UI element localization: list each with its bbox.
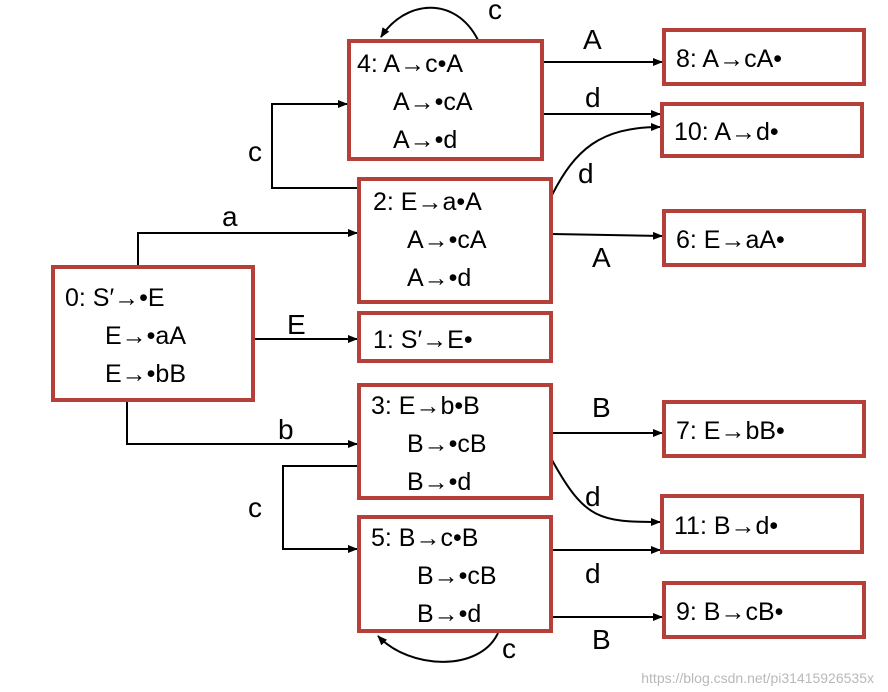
state-2: 2: E→a•A A→•cA A→•d	[357, 177, 553, 304]
edge-label-2-10: d	[578, 158, 594, 189]
state-10-kernel: 10: A→d•	[674, 118, 779, 146]
state-3-item: B→•cB	[407, 430, 487, 458]
edge-label-5-11: d	[585, 558, 601, 589]
state-9: 9: B→cB•	[662, 581, 866, 639]
state-5: 5: B→c•B B→•cB B→•d	[357, 515, 553, 633]
edge-0-2	[137, 229, 358, 266]
state-0-item: E→•aA	[105, 322, 187, 350]
state-11-kernel: 11: B→d•	[674, 512, 779, 540]
state-1: 1: S′→E•	[357, 311, 553, 363]
state-5-item: B→•cB	[417, 562, 497, 590]
edge-label-3-11: d	[585, 481, 601, 512]
edge-label-0-2: a	[222, 201, 238, 232]
state-6-kernel: 6: E→aA•	[676, 226, 785, 254]
edge-3-11	[551, 459, 661, 526]
state-0-kernel: 0: S′→•E	[65, 284, 165, 312]
state-0: 0: S′→•E E→•aA E→•bB	[51, 265, 255, 402]
state-8: 8: A→cA•	[662, 28, 866, 86]
edge-label-5-5: c	[502, 633, 516, 664]
state-7: 7: E→bB•	[662, 400, 866, 458]
edge-0-3	[126, 402, 358, 448]
edge-label-3-5: c	[248, 492, 262, 523]
state-9-kernel: 9: B→cB•	[676, 598, 784, 626]
edge-2-10	[551, 123, 661, 196]
edge-label-4-8: A	[583, 24, 602, 55]
state-4-item: A→•cA	[393, 88, 473, 116]
state-5-item: B→•d	[417, 600, 482, 628]
edge-2-4	[271, 100, 357, 189]
edge-label-2-6: A	[592, 242, 611, 273]
state-0-item: E→•bB	[105, 360, 187, 388]
state-6: 6: E→aA•	[662, 209, 866, 267]
edge-4-4	[380, 6, 479, 41]
state-3-kernel: 3: E→b•B	[371, 392, 480, 420]
state-4: 4: A→c•A A→•cA A→•d	[347, 39, 544, 161]
state-8-kernel: 8: A→cA•	[676, 45, 783, 73]
state-1-kernel: 1: S′→E•	[373, 326, 473, 354]
watermark-text: https://blog.csdn.net/pi31415926535x	[641, 670, 874, 686]
edge-3-5	[282, 465, 358, 553]
state-10: 10: A→d•	[660, 102, 864, 158]
edge-label-5-9: B	[592, 624, 611, 655]
edge-label-4-10: d	[585, 82, 601, 113]
edge-label-0-3: b	[278, 414, 294, 445]
state-11: 11: B→d•	[660, 494, 864, 554]
state-3-item: B→•d	[407, 468, 472, 496]
edge-2-6	[551, 231, 663, 240]
edge-5-5	[377, 632, 499, 663]
edge-label-4-4: c	[488, 0, 502, 25]
state-7-kernel: 7: E→bB•	[676, 417, 785, 445]
state-3: 3: E→b•B B→•cB B→•d	[357, 383, 553, 500]
state-2-item: A→•d	[407, 264, 472, 292]
state-4-item: A→•d	[393, 126, 458, 154]
state-2-item: A→•cA	[407, 226, 487, 254]
state-4-kernel: 4: A→c•A	[357, 50, 464, 78]
state-2-kernel: 2: E→a•A	[373, 188, 482, 216]
edge-label-0-1: E	[287, 309, 306, 340]
edge-label-3-7: B	[592, 392, 611, 423]
state-5-kernel: 5: B→c•B	[371, 524, 479, 552]
edge-label-2-4: c	[248, 136, 262, 167]
